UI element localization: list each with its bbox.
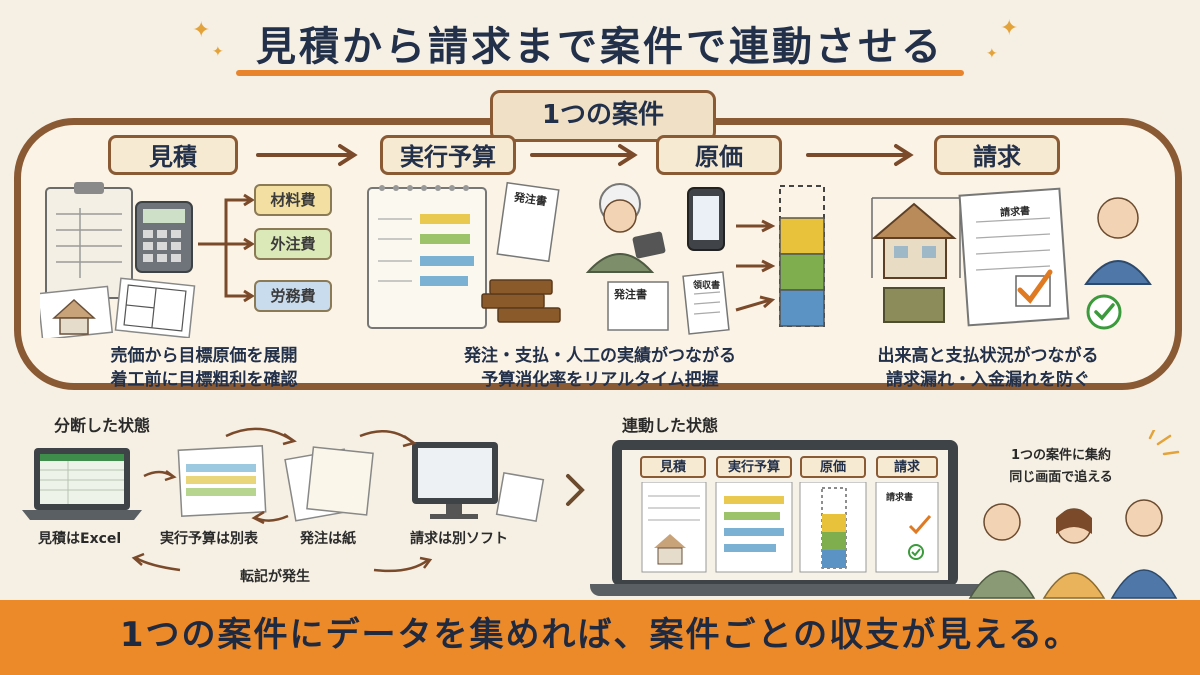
sparkle-icon: ✦ — [986, 46, 998, 62]
invoice-label: 請求書 — [999, 205, 1031, 220]
invoice-mini-label: 請求書 — [886, 493, 914, 503]
fragmented-item-billing: 請求は別ソフト — [410, 531, 508, 547]
case-label: 1つの案件 — [490, 90, 716, 142]
worker-icon — [603, 199, 637, 233]
spreadsheet-icon — [177, 445, 267, 517]
staff-avatar — [1042, 508, 1106, 599]
bubble-line-2: 同じ画面で追える — [1009, 470, 1113, 485]
screen-tab-cost: 原価 — [800, 456, 866, 478]
estimate-illustration — [40, 182, 196, 338]
clipboard-icon — [45, 187, 133, 299]
bubble-line-1: 1つの案件に集約 — [1010, 448, 1112, 463]
screen-tab-estimate: 見積 — [640, 456, 706, 478]
stage-estimate: 見積 — [108, 135, 238, 175]
staff-avatar — [1097, 197, 1139, 239]
fragmented-item-order: 発注は紙 — [300, 531, 356, 547]
budget-illustration — [367, 181, 561, 329]
fragmented-item-budget: 実行予算は別表 — [160, 531, 258, 547]
caption-estimate-1: 売価から目標原価を展開 — [110, 346, 298, 366]
checkmark-icon — [1017, 269, 1053, 304]
ok-check-icon — [1086, 294, 1122, 330]
bottom-banner — [0, 600, 1200, 675]
sparkle-icon: ✦ — [1000, 16, 1019, 41]
order-form-2-label: 発注書 — [614, 288, 647, 301]
team-illustration — [968, 430, 1180, 599]
stage-cost: 原価 — [656, 135, 782, 175]
lumber-icon — [481, 279, 561, 323]
staff-avatar — [968, 503, 1036, 599]
tag-subcontract-cost: 外注費 — [254, 228, 332, 260]
tag-labor-cost: 労務費 — [254, 280, 332, 312]
desktop-monitor-icon — [412, 442, 545, 523]
receipt-label: 領収書 — [693, 281, 721, 291]
fragmented-item-estimate: 見積はExcel — [38, 531, 122, 547]
budget-consumption-bar — [779, 185, 825, 327]
caption-cost-1: 発注・支払・人工の実績がつながる — [464, 346, 736, 366]
fragmented-heading: 分断した状態 — [54, 416, 151, 435]
caption-billing-1: 出来高と支払状況がつながる — [877, 346, 1099, 366]
floor-plan-icon — [114, 277, 196, 338]
cost-illustration — [585, 183, 730, 335]
bottom-message: 1つの案件にデータを集めれば、案件ごとの収支が見える。 — [119, 615, 1081, 655]
fragmented-illustration — [22, 427, 545, 573]
chevron-right-icon — [566, 474, 585, 506]
staff-avatar — [1110, 499, 1178, 599]
unified-screen-panels — [641, 482, 939, 573]
laptop-icon — [22, 448, 142, 520]
sparkle-icon: ✦ — [212, 44, 224, 60]
linked-heading: 連動した状態 — [622, 416, 719, 435]
caption-cost-2: 予算消化率をリアルタイム把握 — [481, 370, 719, 390]
tag-material-cost: 材料費 — [254, 184, 332, 216]
flow-arrows — [198, 144, 914, 312]
billing-illustration — [871, 187, 1152, 330]
stage-billing: 請求 — [934, 135, 1060, 175]
house-icon — [871, 197, 961, 279]
document-tray-icon — [883, 287, 945, 323]
tablet-icon — [632, 231, 666, 259]
screen-tab-billing: 請求 — [876, 456, 938, 478]
screen-tab-budget: 実行予算 — [716, 456, 792, 478]
page-title: 見積から請求まで案件で連動させる — [256, 24, 944, 70]
caption-estimate-2: 着工前に目標粗利を確認 — [110, 370, 298, 390]
caption-billing-2: 請求漏れ・入金漏れを防ぐ — [886, 370, 1090, 390]
laptop-base — [590, 584, 980, 596]
transcription-note: 転記が発生 — [240, 569, 310, 585]
stage-budget: 実行予算 — [380, 135, 516, 175]
paper-documents-icon — [284, 446, 374, 522]
title-underline — [236, 70, 964, 76]
order-form-icon — [607, 281, 669, 331]
sparkle-icon: ✦ — [192, 18, 211, 43]
